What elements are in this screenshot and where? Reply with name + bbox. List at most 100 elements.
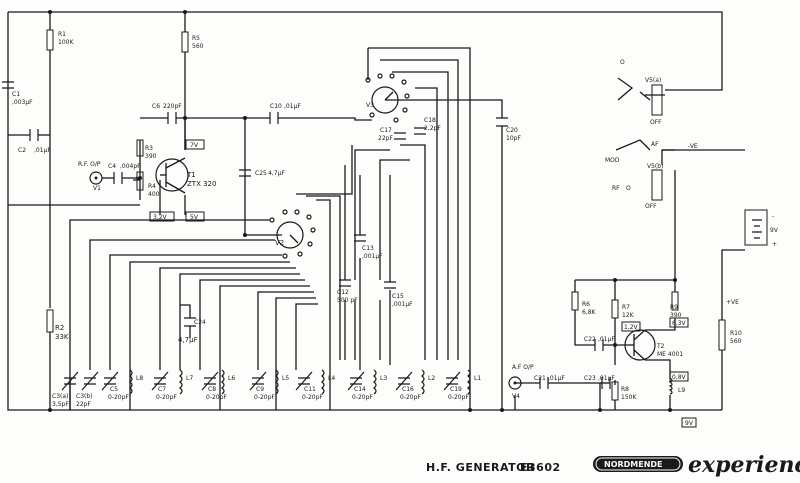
capacitor-c22: C22 ,01µF <box>584 336 615 351</box>
svg-text:O: O <box>626 185 631 192</box>
voltage-label-1-2v: 1,2V <box>621 321 641 332</box>
svg-text:V1: V1 <box>93 185 101 192</box>
trimmer-c8: C8 0-20pF <box>201 371 227 401</box>
capacitor-c15: C15 ,001µF <box>384 281 413 308</box>
capacitor-c20: C20 10pF <box>496 117 521 142</box>
capacitor-c18: C18 2,2pF <box>414 117 441 135</box>
capacitor-c4: C4 ,004pF <box>108 163 141 184</box>
voltage-label-9v: 9V <box>681 417 697 428</box>
svg-text:390: 390 <box>670 312 682 319</box>
capacitor-c17: C17 22pF <box>378 127 406 142</box>
resistor-r1: R1 100K <box>46 29 74 51</box>
trimmer-c19: C19 0-20pF <box>443 371 469 401</box>
diagram-title: H.F. GENERATOR <box>426 461 535 474</box>
svg-text:+: + <box>772 241 777 248</box>
svg-text:T2: T2 <box>656 343 665 350</box>
svg-text:6,8K: 6,8K <box>582 309 597 316</box>
svg-text:T1: T1 <box>186 171 196 179</box>
svg-text:,003µF: ,003µF <box>12 99 33 106</box>
svg-text:12K: 12K <box>622 312 635 319</box>
svg-text:L4: L4 <box>328 375 335 382</box>
svg-text:C3(a): C3(a) <box>52 393 68 400</box>
svg-text:R10: R10 <box>730 330 742 337</box>
transistor-t2: T2 ME 4001 <box>624 329 683 361</box>
svg-text:C6: C6 <box>152 103 160 110</box>
coil-l5: L5 <box>275 369 289 395</box>
trimmer-c7: C7 0-20pF <box>151 371 177 401</box>
svg-text:R2: R2 <box>55 324 64 332</box>
svg-text:R9: R9 <box>670 304 678 311</box>
coil-l6: L6 <box>221 369 235 395</box>
svg-text:220pF: 220pF <box>163 103 182 110</box>
svg-text:1,2V: 1,2V <box>624 324 639 331</box>
svg-text:R4: R4 <box>148 183 156 190</box>
capacitor-c12: C12 500 pF <box>337 279 358 304</box>
svg-text:,01µF: ,01µF <box>34 147 51 154</box>
svg-text:V5(b): V5(b) <box>647 163 663 170</box>
svg-text:,01µF: ,01µF <box>598 375 615 382</box>
trimmer-c9: C9 0-20pF <box>249 371 275 401</box>
svg-text:AF: AF <box>651 141 659 148</box>
switch-v5b: V5(b) OFF MOD AF RF O <box>605 139 663 210</box>
svg-text:C14: C14 <box>354 386 366 393</box>
svg-text:-: - <box>772 213 774 220</box>
svg-text:C25: C25 <box>255 170 267 177</box>
resistor-r10: R10 560 <box>718 319 742 351</box>
svg-text:0-20pF: 0-20pF <box>400 394 421 401</box>
voltage-label-6-3v: 6,3V <box>669 317 689 328</box>
svg-text:R5: R5 <box>192 35 200 42</box>
svg-text:L2: L2 <box>428 375 435 382</box>
svg-text:R.F. O/P: R.F. O/P <box>78 161 101 168</box>
svg-text:R6: R6 <box>582 301 590 308</box>
svg-text:RF: RF <box>612 185 620 192</box>
rf-output-connector: R.F. O/P V1 <box>78 161 103 192</box>
trimmer-c5: C5 0-20pF <box>101 371 129 401</box>
resistor-r5: R5 560 <box>181 31 204 53</box>
svg-text:0-20pF: 0-20pF <box>206 394 227 401</box>
svg-text:,01µF: ,01µF <box>598 336 615 343</box>
svg-text:C5: C5 <box>110 386 118 393</box>
svg-text:C21: C21 <box>534 375 546 382</box>
svg-text:3,2V: 3,2V <box>153 214 168 221</box>
capacitor-c23: C23 ,01µF <box>584 375 615 389</box>
svg-text:C9: C9 <box>256 386 264 393</box>
coil-l8: L8 <box>129 369 143 395</box>
svg-text:C13: C13 <box>362 245 374 252</box>
svg-text:O: O <box>620 59 625 66</box>
svg-text:-VE: -VE <box>688 143 698 150</box>
voltage-label-7v: 7V <box>185 139 205 150</box>
svg-text:150K: 150K <box>621 394 637 401</box>
svg-text:OFF: OFF <box>645 203 657 210</box>
svg-text:22pF: 22pF <box>76 401 91 408</box>
brand-logo-badge <box>593 456 683 472</box>
svg-text:C22: C22 <box>584 336 596 343</box>
svg-text:C19: C19 <box>450 386 462 393</box>
svg-text:L6: L6 <box>228 375 235 382</box>
wiring <box>7 11 745 411</box>
svg-text:400: 400 <box>148 191 160 198</box>
svg-text:7V: 7V <box>190 142 199 149</box>
resistor-r3: R3 390 <box>136 139 157 160</box>
svg-text:6,3V: 6,3V <box>672 320 687 327</box>
svg-text:22pF: 22pF <box>378 135 393 142</box>
svg-text:0-20pF: 0-20pF <box>156 394 177 401</box>
rotary-switch-v3: V3 <box>365 73 410 123</box>
resistor-r9: R9 390 <box>670 291 682 319</box>
capacitor-c21: C21 ,01µF <box>534 375 565 389</box>
svg-text:,01µF: ,01µF <box>284 103 301 110</box>
title-block: H.F. GENERATOR E3602 NORDMENDE experienc… <box>426 452 800 478</box>
capacitor-c25: C25 4,7µF <box>239 169 285 177</box>
capacitor-c24: C24 4,7µF <box>178 317 206 344</box>
svg-text:,001µF: ,001µF <box>362 253 383 260</box>
svg-text:3,5pF: 3,5pF <box>52 401 69 408</box>
svg-text:L5: L5 <box>282 375 289 382</box>
coil-l2: L2 <box>421 369 435 395</box>
svg-text:C15: C15 <box>392 293 404 300</box>
af-output-connector: A.F O/P V4 <box>508 364 534 400</box>
svg-text:V2: V2 <box>275 239 284 247</box>
capacitor-c3a: C3(a) 3,5pF <box>52 371 79 408</box>
voltage-label-5v: 5V <box>185 211 205 222</box>
coil-l1: L1 <box>467 369 481 395</box>
model-number: E3602 <box>520 461 561 474</box>
